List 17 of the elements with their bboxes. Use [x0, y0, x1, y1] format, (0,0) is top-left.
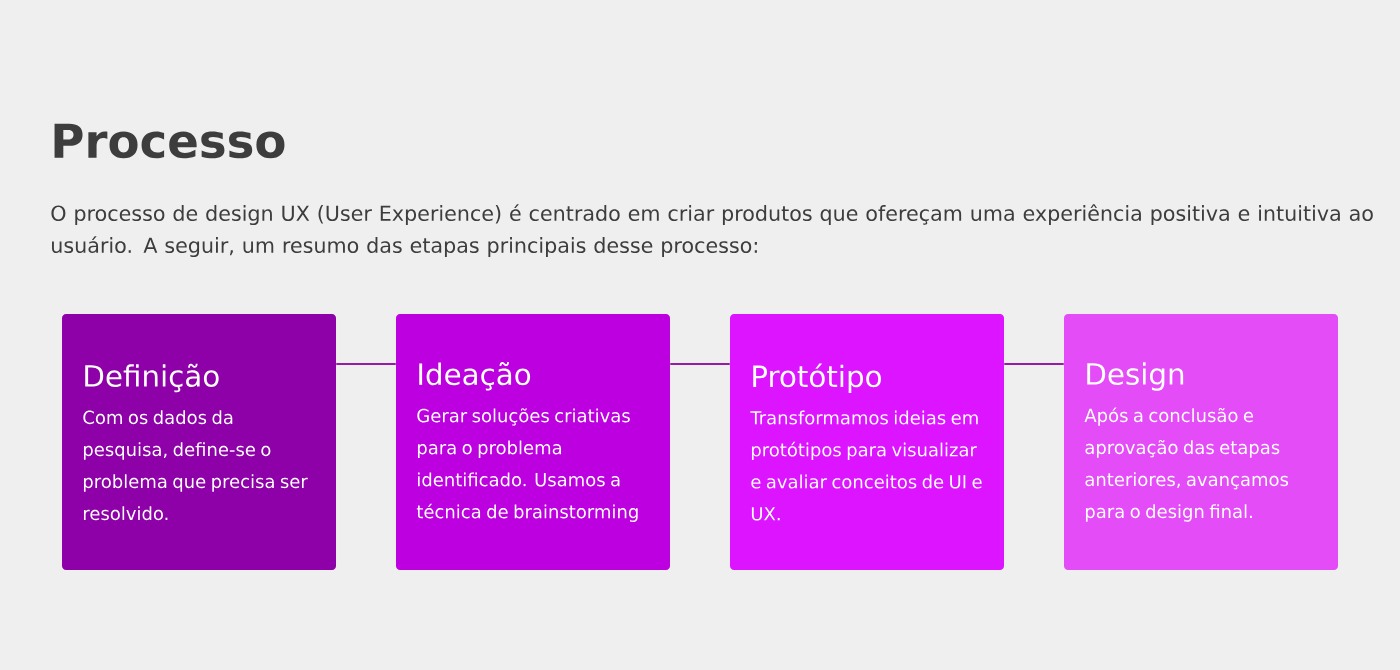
step-heading: Ideação [419, 362, 531, 391]
step-card [62, 314, 336, 570]
intro-paragraph: O processo de design UX (User Experience) é centrado em criar produtos que ofereçam uma experiência positiva e intuitiva ao usuário. A seguir, um resumo das etapas principais desse processo: [51, 204, 1373, 258]
step-heading: Definição [85, 363, 219, 393]
step-card [730, 314, 1004, 570]
connector-line [669, 363, 731, 365]
connector-line [335, 363, 397, 365]
step-description: Transformamos ideias em protótipos para visualizar e avaliar conceitos de UI e UX. [750, 410, 982, 521]
step-description: Após a conclusão e aprovação das etapas anteriores, avançamos para o design final. [1084, 407, 1289, 522]
step-card [1064, 314, 1338, 570]
step-description: Gerar soluções criativas para o problema identificado. Usamos a técnica de brainstorming [416, 408, 638, 522]
step-card [396, 314, 670, 570]
title: Processo [54, 123, 285, 159]
step-heading: Protótipo [753, 363, 881, 394]
step-description: Com os dados da pesquisa, define-se o problema que precisa ser resolvido. [83, 410, 308, 521]
connector-line [1003, 363, 1065, 365]
step-heading: Design [1087, 362, 1184, 391]
